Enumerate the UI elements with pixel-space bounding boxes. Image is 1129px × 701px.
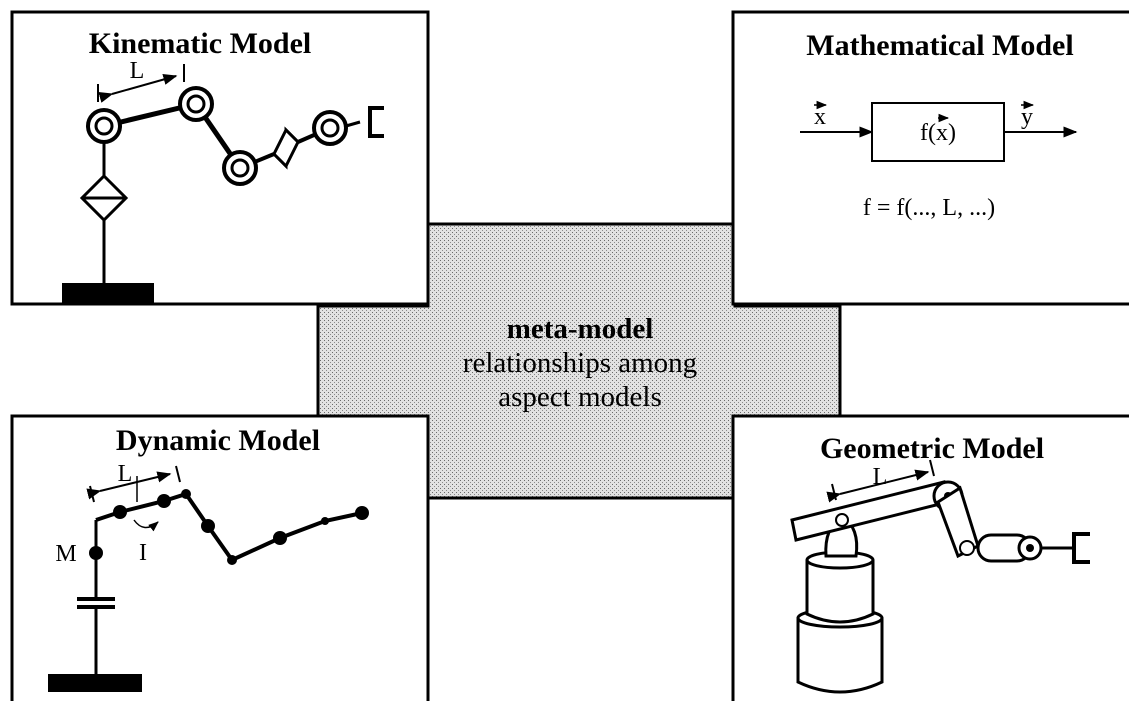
mass-label: M <box>55 541 76 567</box>
meta-model-title: meta-model <box>507 313 654 345</box>
bowtie-joint-icon <box>272 127 300 169</box>
geometric-model-title: Geometric Model <box>820 432 1044 465</box>
mass-point <box>201 519 215 533</box>
mass-point <box>355 506 369 520</box>
input-vector-label: x <box>814 104 826 130</box>
meta-model-line-2: relationships among <box>463 347 697 379</box>
mass-point <box>157 494 171 508</box>
revolute-joint-icon <box>312 110 348 146</box>
dynamic-link-label: L <box>118 461 133 487</box>
mass-point <box>89 546 103 560</box>
equation-text: f = f(..., L, ...) <box>863 195 995 221</box>
meta-model-line-3: aspect models <box>498 381 661 413</box>
upper-cylinder <box>805 550 875 624</box>
gripper-icon <box>1072 532 1090 564</box>
function-label: f(x) <box>920 120 956 146</box>
kinematic-model-title: Kinematic Model <box>89 27 311 60</box>
function-block <box>871 102 1005 162</box>
dynamic-base <box>48 674 142 692</box>
gripper-icon <box>368 106 384 138</box>
mass-point <box>273 531 287 545</box>
kinematic-model-panel: Kinematic Model <box>10 10 430 306</box>
kinematic-base <box>62 283 154 303</box>
mathematical-model-panel: Mathematical Model x f(x) y f = f(..., L… <box>731 10 1129 306</box>
geometric-link-label: L <box>873 464 888 490</box>
inertia-label: I <box>139 540 147 566</box>
revolute-joint-icon <box>86 108 122 144</box>
kinematic-link-label: L <box>130 58 145 84</box>
revolute-joint-icon <box>178 86 214 122</box>
output-vector-label: y <box>1021 104 1033 130</box>
mathematical-model-title: Mathematical Model <box>806 29 1073 62</box>
mass-point <box>321 517 329 525</box>
geometric-model-panel: Geometric Model L <box>731 414 1129 701</box>
mass-point <box>181 489 191 499</box>
dynamic-model-panel: Dynamic Model L M I <box>10 414 430 701</box>
revolute-joint-icon <box>222 150 258 186</box>
mass-point <box>227 555 237 565</box>
meta-model-box: meta-model relationships among aspect mo… <box>316 222 842 500</box>
dynamic-model-title: Dynamic Model <box>116 424 320 457</box>
mass-point <box>113 505 127 519</box>
